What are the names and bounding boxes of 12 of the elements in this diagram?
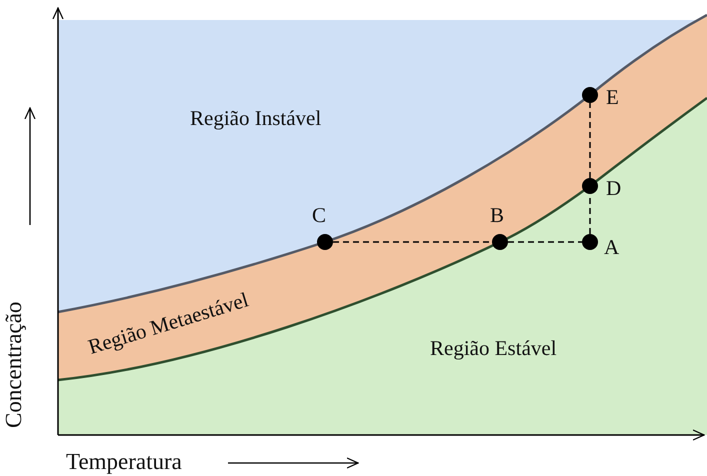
region-label: Região Estável [430,338,557,359]
point-label: D [606,178,622,199]
point-label: E [606,87,619,108]
axis-label: Temperatura [66,450,182,473]
axis-label: Concentração [2,302,25,428]
dashed-line [508,241,582,243]
point-label: C [312,205,326,226]
point-label: B [490,205,504,226]
dashed-line [333,241,492,243]
region-label: Região Instável [190,108,322,129]
point-label: A [604,237,620,258]
dashed-line [589,103,591,178]
